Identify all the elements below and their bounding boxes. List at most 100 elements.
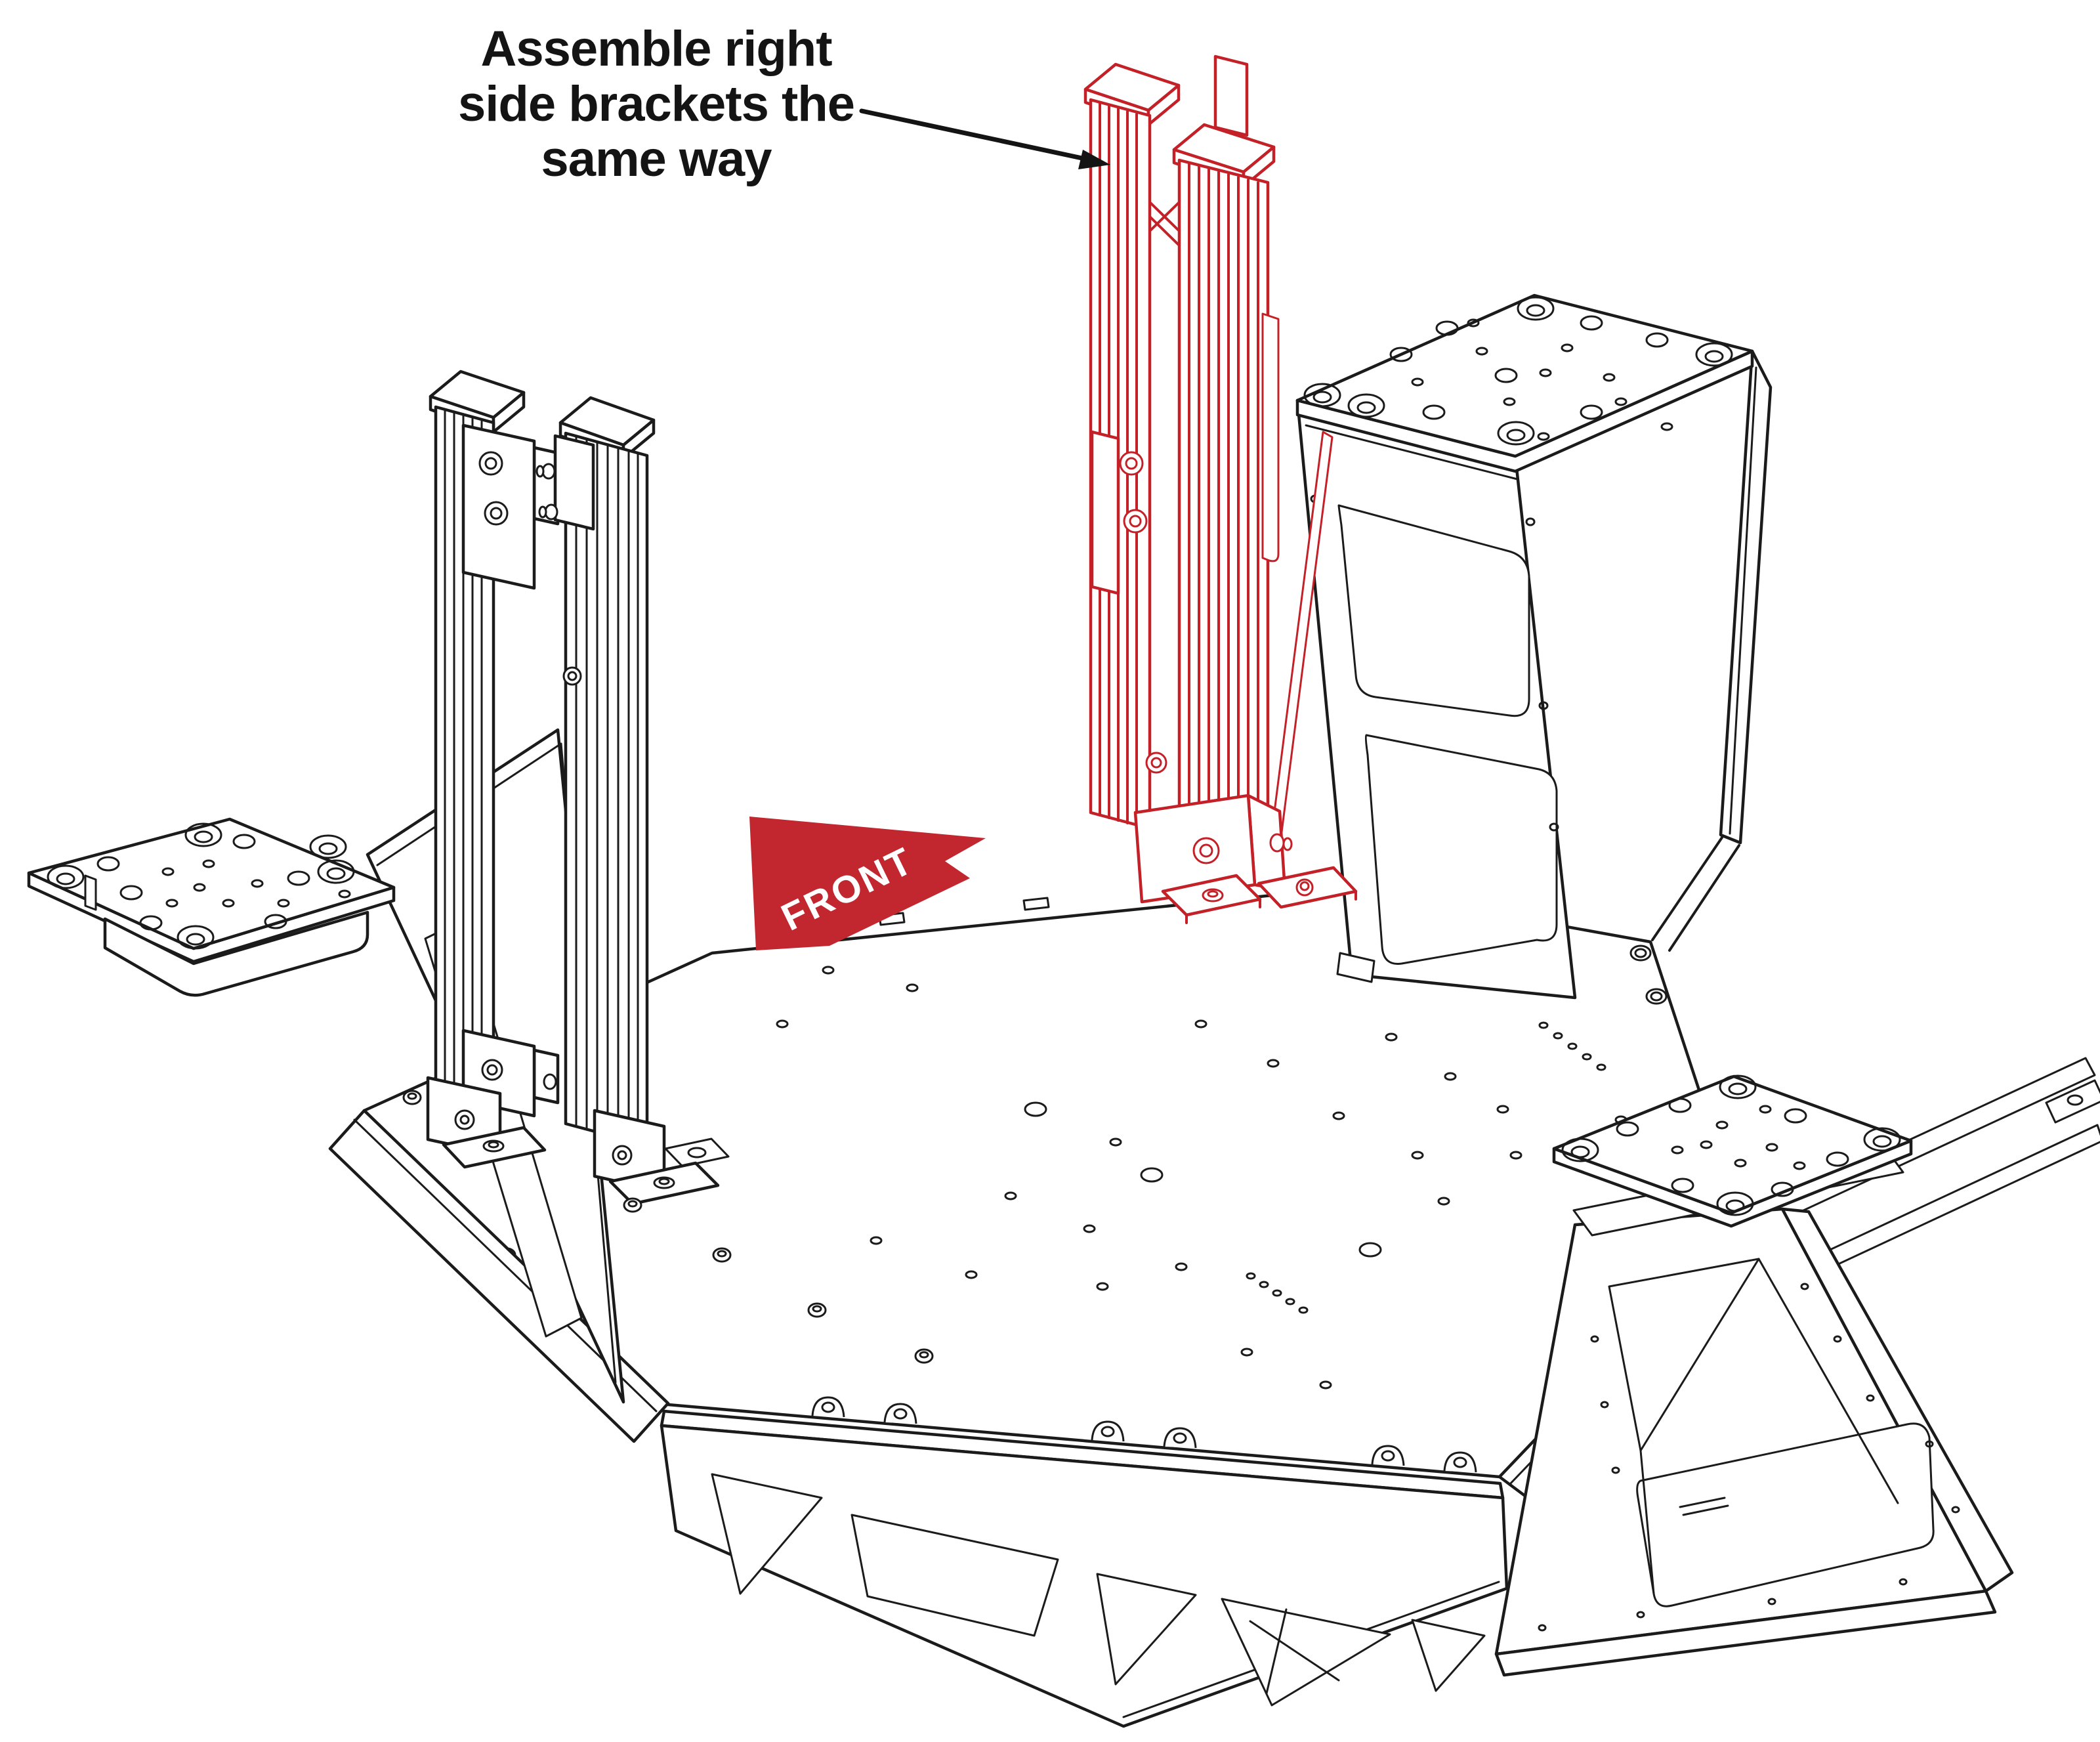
hole — [1494, 368, 1518, 383]
hole — [1580, 404, 1603, 420]
hole — [1467, 318, 1480, 328]
hole — [309, 834, 347, 859]
hole — [1259, 1281, 1269, 1288]
hole — [1538, 1624, 1547, 1632]
hole — [1298, 1306, 1309, 1314]
hole — [1503, 397, 1516, 406]
hole — [96, 856, 120, 872]
hole — [1567, 1042, 1578, 1050]
hole — [1358, 1242, 1382, 1258]
hole — [1872, 1135, 1892, 1148]
hole — [1833, 1335, 1842, 1343]
hole — [1715, 1120, 1729, 1130]
hole — [326, 867, 346, 880]
hole — [1671, 1145, 1684, 1155]
hole — [1024, 1101, 1047, 1117]
hole — [812, 1305, 822, 1313]
hole — [1538, 1021, 1549, 1029]
floor-plate — [362, 885, 1744, 1486]
hole — [119, 885, 143, 901]
hole — [1435, 320, 1459, 336]
hole — [1826, 1151, 1849, 1167]
front-truss-rail — [660, 1396, 1509, 1728]
hole — [870, 1236, 883, 1245]
hole — [177, 925, 215, 950]
hole — [1175, 1262, 1188, 1271]
hole — [1704, 350, 1724, 363]
hole — [822, 966, 835, 975]
hole — [1611, 1466, 1620, 1474]
hole — [1356, 401, 1376, 414]
hole — [1475, 347, 1488, 356]
hole — [1765, 1143, 1778, 1152]
hole — [914, 1348, 934, 1364]
hole — [717, 1250, 727, 1258]
hole — [1561, 343, 1574, 352]
hole — [1695, 342, 1733, 367]
hole — [1332, 1111, 1345, 1120]
hole — [1616, 1121, 1639, 1137]
hole — [1496, 1105, 1509, 1114]
hole — [1539, 368, 1552, 377]
hole — [1083, 1224, 1096, 1233]
hole — [1140, 1167, 1164, 1183]
right-pedestal — [1494, 1207, 2014, 1677]
annotation-line-3: same way — [541, 131, 772, 187]
left-pedal-plate — [27, 817, 396, 997]
hole — [807, 1302, 827, 1318]
hole — [1109, 1137, 1122, 1147]
hole — [965, 1270, 978, 1279]
hole — [165, 899, 178, 908]
annotation-leader-line — [859, 108, 1110, 169]
hole — [1319, 1380, 1332, 1390]
hole — [1759, 1105, 1772, 1114]
hole — [1951, 1506, 1960, 1514]
hole — [1582, 1053, 1592, 1061]
hole — [1194, 1019, 1208, 1029]
hole — [1004, 1191, 1017, 1200]
hole — [1793, 1161, 1806, 1170]
hole — [1725, 1199, 1745, 1212]
hole — [56, 872, 75, 885]
hole — [1497, 421, 1535, 446]
hole — [287, 870, 310, 886]
hole — [407, 1092, 417, 1100]
hole — [1863, 1127, 1901, 1152]
hole — [47, 864, 85, 889]
hole — [264, 914, 287, 929]
hole — [906, 983, 919, 992]
hole — [1784, 1108, 1807, 1124]
hole — [1444, 1072, 1457, 1081]
hole — [139, 915, 163, 931]
hole — [1580, 315, 1603, 331]
hole — [317, 859, 355, 884]
hole — [712, 1247, 732, 1263]
hole — [1347, 393, 1385, 418]
hole — [1303, 383, 1341, 408]
hole — [222, 899, 235, 908]
hole — [318, 842, 338, 855]
hole — [1767, 1598, 1776, 1605]
hole — [1285, 1298, 1295, 1306]
hole — [1700, 1140, 1713, 1149]
hole — [1437, 1197, 1450, 1206]
hole — [1660, 422, 1673, 431]
right-upright-bracket-highlighted — [1083, 54, 1358, 924]
hole — [194, 830, 213, 843]
hole — [1716, 1191, 1754, 1216]
hole — [1866, 1394, 1875, 1402]
hole — [1267, 1059, 1280, 1068]
hole — [1728, 1082, 1748, 1095]
hole — [1312, 391, 1332, 404]
hole — [402, 1090, 422, 1105]
hole — [1800, 1283, 1809, 1290]
hole — [1553, 1032, 1563, 1040]
hole — [1570, 1145, 1590, 1158]
hole — [1411, 377, 1424, 387]
hole — [1411, 1151, 1424, 1160]
annotation-line-2: side brackets the — [458, 76, 854, 132]
hole — [202, 859, 215, 868]
hole — [1272, 1289, 1282, 1297]
left-upright-bracket-assembly — [426, 370, 730, 1213]
